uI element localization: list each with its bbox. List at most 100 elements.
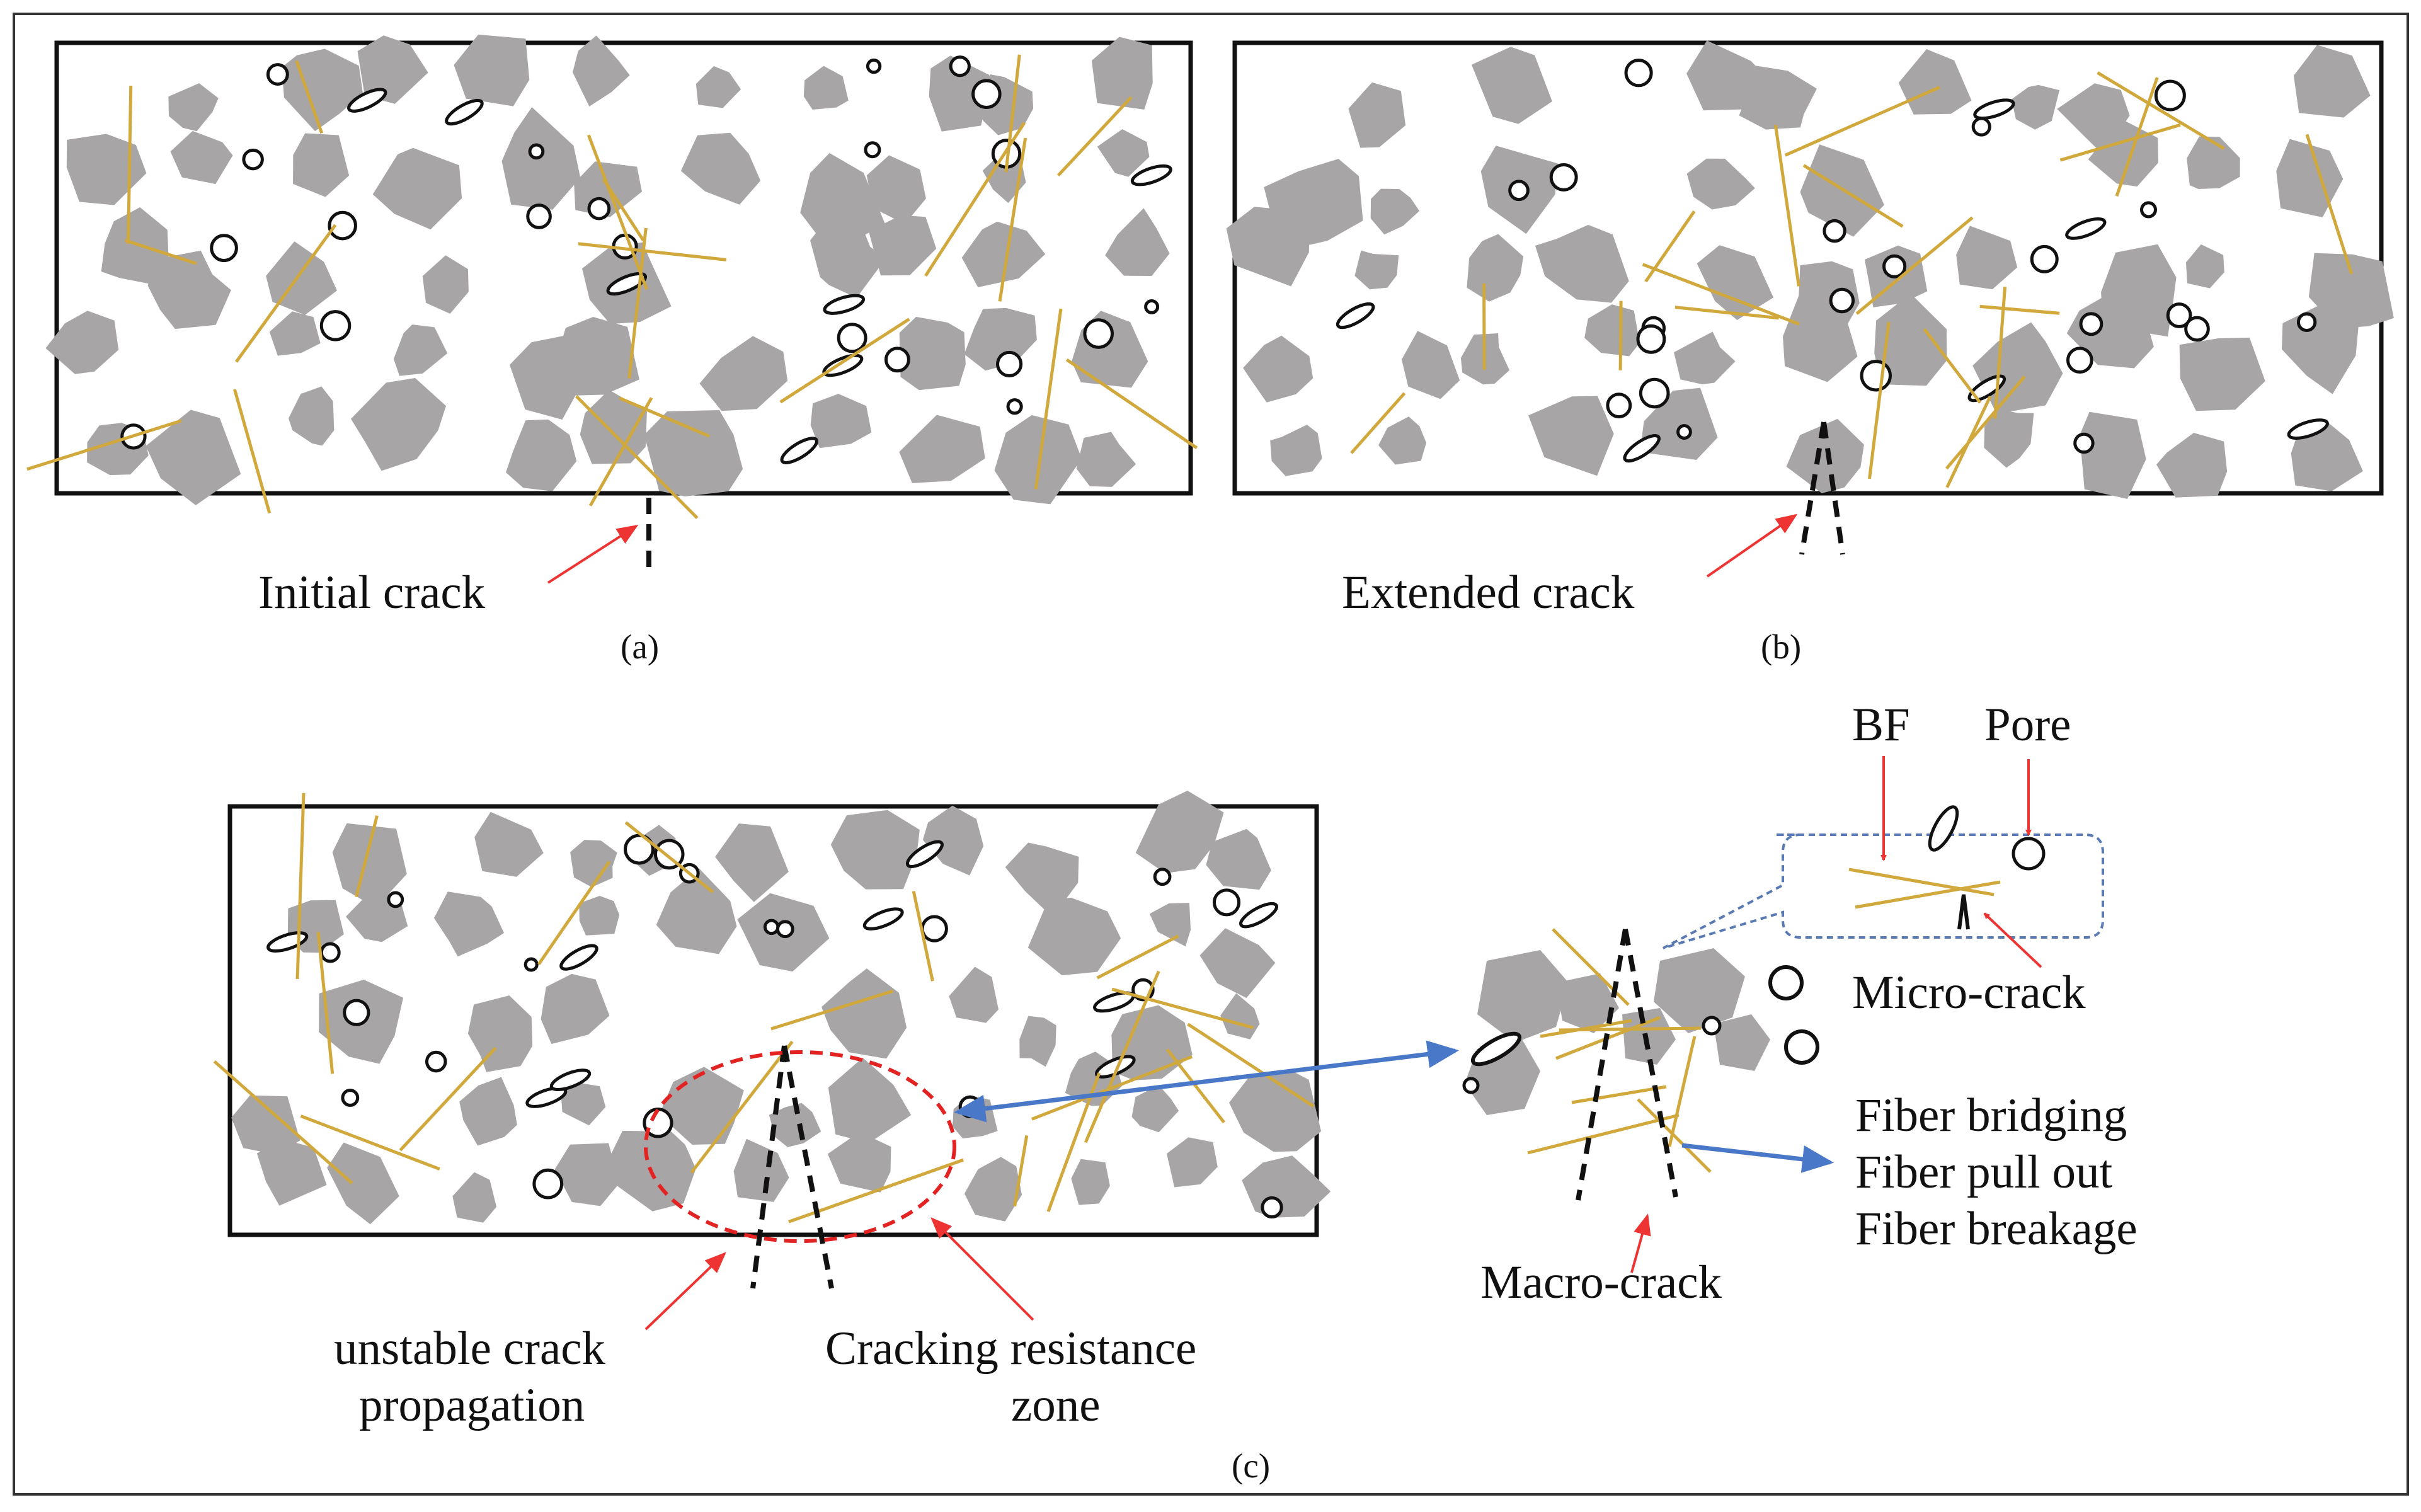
pore xyxy=(1702,1016,1722,1036)
elongated-pore xyxy=(549,1068,592,1091)
pore xyxy=(587,197,611,220)
aggregate xyxy=(2185,244,2224,289)
pore xyxy=(2296,312,2317,333)
aggregate xyxy=(656,868,737,954)
aggregate xyxy=(733,1138,789,1202)
aggregate xyxy=(1270,425,1322,476)
aggregate xyxy=(357,35,428,104)
aggregate xyxy=(1135,791,1224,873)
fiber xyxy=(588,397,653,507)
pore xyxy=(884,346,910,373)
pore xyxy=(1829,287,1855,314)
mechanism-fiber-bridging: Fiber bridging xyxy=(1855,1089,2127,1142)
unstable-crack-line-left xyxy=(750,1045,787,1289)
macro-crack-line-right xyxy=(1623,929,1678,1198)
pore xyxy=(425,1050,447,1073)
elongated-pore xyxy=(1336,302,1375,329)
pore xyxy=(1971,117,1991,137)
pore xyxy=(958,1095,982,1118)
aggregate xyxy=(422,255,469,314)
fiber xyxy=(316,932,335,1074)
mechanism-fiber-pull-out: Fiber pull out xyxy=(1855,1146,2112,1198)
aggregate xyxy=(351,378,446,471)
initial-crack-label: Initial crack xyxy=(258,566,486,619)
fiber xyxy=(300,1114,440,1171)
aggregate xyxy=(827,1131,891,1193)
pore xyxy=(624,833,655,865)
aggregate xyxy=(2293,45,2371,118)
fiber xyxy=(1618,301,1623,370)
fiber xyxy=(537,861,611,965)
fiber xyxy=(1868,321,1891,479)
aggregate xyxy=(828,1057,912,1143)
pore xyxy=(2073,432,2095,454)
pore xyxy=(2066,346,2093,374)
aggregate xyxy=(170,130,233,185)
fiber xyxy=(770,989,894,1031)
aggregate xyxy=(1149,903,1191,947)
pore xyxy=(528,143,545,160)
mechanism-arrow xyxy=(1681,1143,1834,1173)
aggregate xyxy=(2179,337,2265,411)
pore xyxy=(242,148,264,171)
elongated-pore xyxy=(862,907,904,931)
pore xyxy=(319,310,352,341)
fiber xyxy=(1056,96,1133,177)
aggregate xyxy=(1370,188,1420,235)
fiber xyxy=(1923,328,1982,404)
aggregate xyxy=(467,995,533,1072)
pore xyxy=(524,957,539,972)
aggregate xyxy=(830,810,920,890)
elongated-pore xyxy=(780,437,819,464)
aggregate xyxy=(1584,304,1640,357)
elongated-pore xyxy=(2287,418,2329,440)
fiber xyxy=(2097,71,2225,151)
resistance-label-line2: zone xyxy=(1011,1379,1101,1431)
aggregate xyxy=(282,49,363,132)
aggregate xyxy=(1686,158,1755,210)
aggregate xyxy=(541,973,610,1045)
aggregate xyxy=(1471,47,1552,124)
fiber xyxy=(1034,308,1063,490)
elongated-pore xyxy=(525,1086,568,1108)
aggregate xyxy=(680,132,761,205)
pore xyxy=(864,141,881,159)
micro-crack-label: Micro-crack xyxy=(1852,966,2086,1019)
fiber xyxy=(1004,54,1021,173)
aggregate xyxy=(1786,418,1864,493)
pore xyxy=(1462,1077,1480,1094)
macro-crack-arrow xyxy=(1630,1213,1651,1273)
aggregate xyxy=(1697,245,1774,320)
unstable-crack-line-right xyxy=(782,1045,834,1289)
aggregate xyxy=(1654,948,1745,1033)
aggregate xyxy=(459,1077,517,1146)
aggregate xyxy=(579,896,620,936)
elongated-pore xyxy=(1130,164,1172,186)
fiber xyxy=(2059,123,2181,162)
aggregate xyxy=(899,415,985,483)
fiber xyxy=(779,318,910,404)
aggregate xyxy=(2012,84,2060,130)
fiber xyxy=(1482,283,1486,370)
aggregate xyxy=(580,389,647,464)
fiber xyxy=(2305,134,2354,275)
aggregate xyxy=(922,805,984,876)
aggregate xyxy=(1378,416,1426,465)
aggregate xyxy=(1401,331,1460,399)
fiber xyxy=(575,395,699,520)
unstable-crack-arrow xyxy=(644,1252,726,1331)
aggregate xyxy=(1622,1008,1676,1065)
pore xyxy=(1606,392,1632,419)
fiber xyxy=(355,815,379,898)
pore xyxy=(319,942,341,963)
pore xyxy=(1823,219,1846,243)
pore xyxy=(2139,201,2158,219)
extended-crack-label: Extended crack xyxy=(1342,566,1635,619)
elongated-pore xyxy=(559,944,598,971)
elongated-pore xyxy=(347,88,387,113)
fiber xyxy=(1013,1135,1029,1207)
fiber xyxy=(1350,392,1406,454)
aggregate xyxy=(1783,292,1858,382)
pore xyxy=(532,1168,564,1200)
